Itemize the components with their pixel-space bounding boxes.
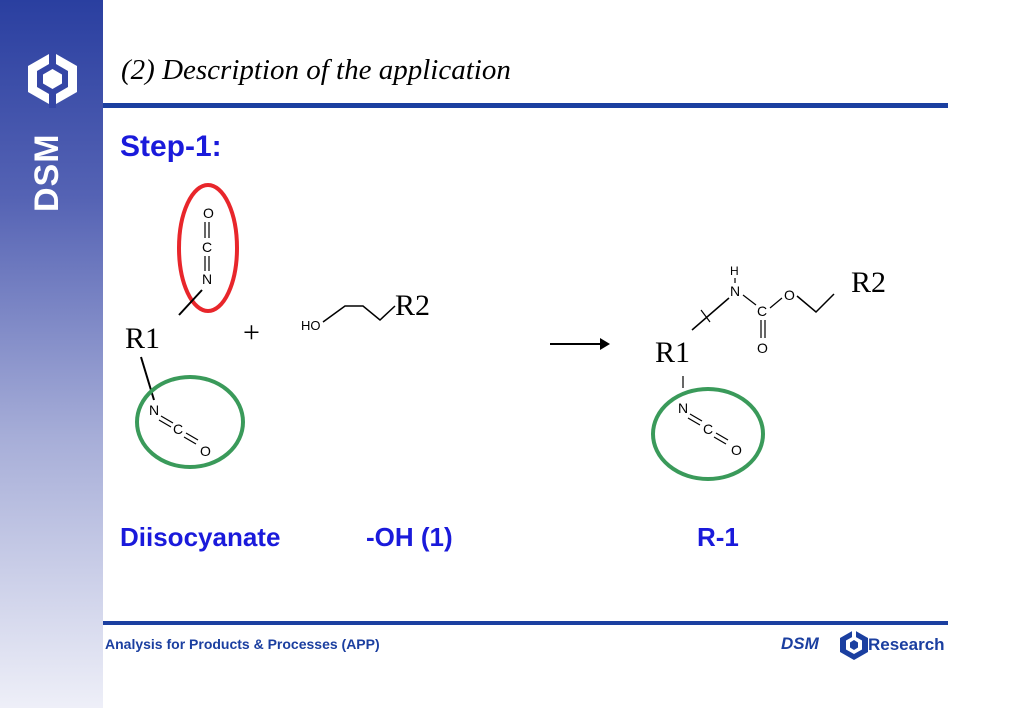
footer-brand: DSM (781, 634, 819, 653)
atom-n: N (149, 402, 159, 418)
sidebar-brand: DSM (28, 133, 66, 212)
r1-label: R1 (125, 322, 160, 355)
green-highlight-ellipse (651, 387, 765, 481)
footer-research: Research (868, 635, 945, 654)
oh-label: -OH (1) (366, 522, 453, 552)
footer-divider (103, 621, 948, 625)
atom-o: O (200, 443, 211, 459)
green-highlight-ellipse (135, 375, 245, 469)
atom-o: O (731, 442, 742, 458)
r1-product-label: R-1 (697, 522, 739, 552)
footer-department: Analysis for Products & Processes (APP) (105, 636, 380, 652)
atom-o: O (784, 287, 795, 303)
atom-c: C (202, 239, 212, 255)
reaction-arrow-icon (550, 338, 610, 350)
red-highlight-ellipse (177, 183, 239, 313)
atom-c: C (757, 303, 767, 319)
sidebar: DSM (0, 0, 103, 708)
atom-c: C (173, 421, 183, 437)
atom-h: H (730, 264, 739, 278)
r2-label: R2 (395, 289, 430, 322)
page-title: (2) Description of the application (121, 54, 511, 86)
atom-o: O (203, 205, 214, 221)
diisocyanate-label: Diisocyanate (120, 522, 281, 552)
reaction-scheme: O C N R1 N C O + HO R2 H N C O O R2 R1 N… (125, 183, 886, 481)
r1-label: R1 (655, 336, 690, 369)
header-divider (103, 103, 948, 108)
r2-label: R2 (851, 266, 886, 299)
atom-o: O (757, 340, 768, 356)
plus-sign: + (243, 316, 260, 349)
atom-n: N (202, 271, 212, 287)
atom-n: N (678, 400, 688, 416)
hydroxyl-label: HO (301, 318, 321, 333)
step-label: Step-1: (120, 130, 222, 163)
atom-n: N (730, 283, 740, 299)
dsm-research-logo-icon (840, 628, 868, 660)
dsm-hexagon-logo-icon (28, 50, 77, 108)
atom-c: C (703, 421, 713, 437)
